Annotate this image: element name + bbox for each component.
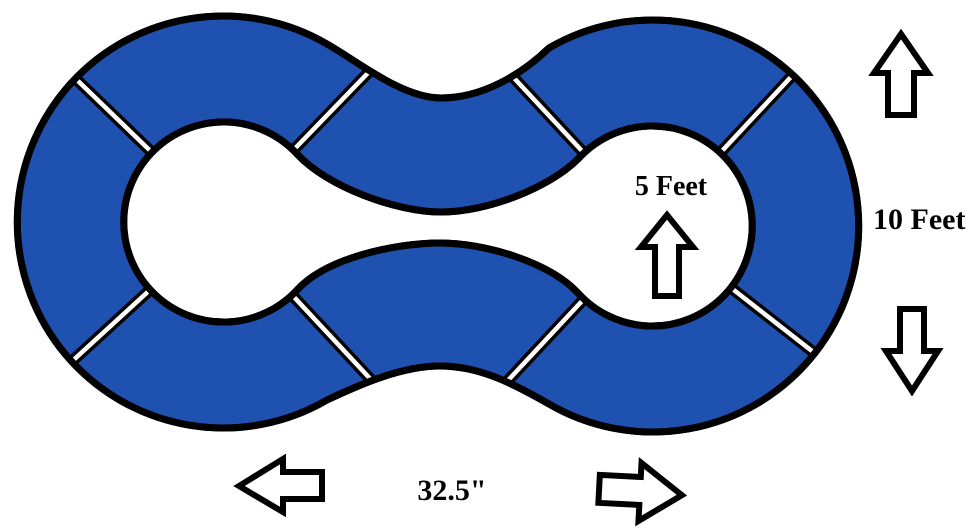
height-up-arrow-icon [868, 28, 934, 118]
inner-width-label: 5 Feet [635, 171, 708, 202]
outer-height-label: 10 Feet [873, 203, 965, 236]
inner-width-up-arrow-icon [634, 210, 700, 299]
segment-length-label: 32.5" [417, 474, 486, 507]
segment-right-arrow-icon [595, 457, 688, 527]
segment-left-arrow-icon [233, 453, 325, 518]
figure-eight-track-band [17, 16, 858, 432]
height-down-arrow-icon [880, 306, 944, 397]
segment-joints [59, 61, 828, 390]
